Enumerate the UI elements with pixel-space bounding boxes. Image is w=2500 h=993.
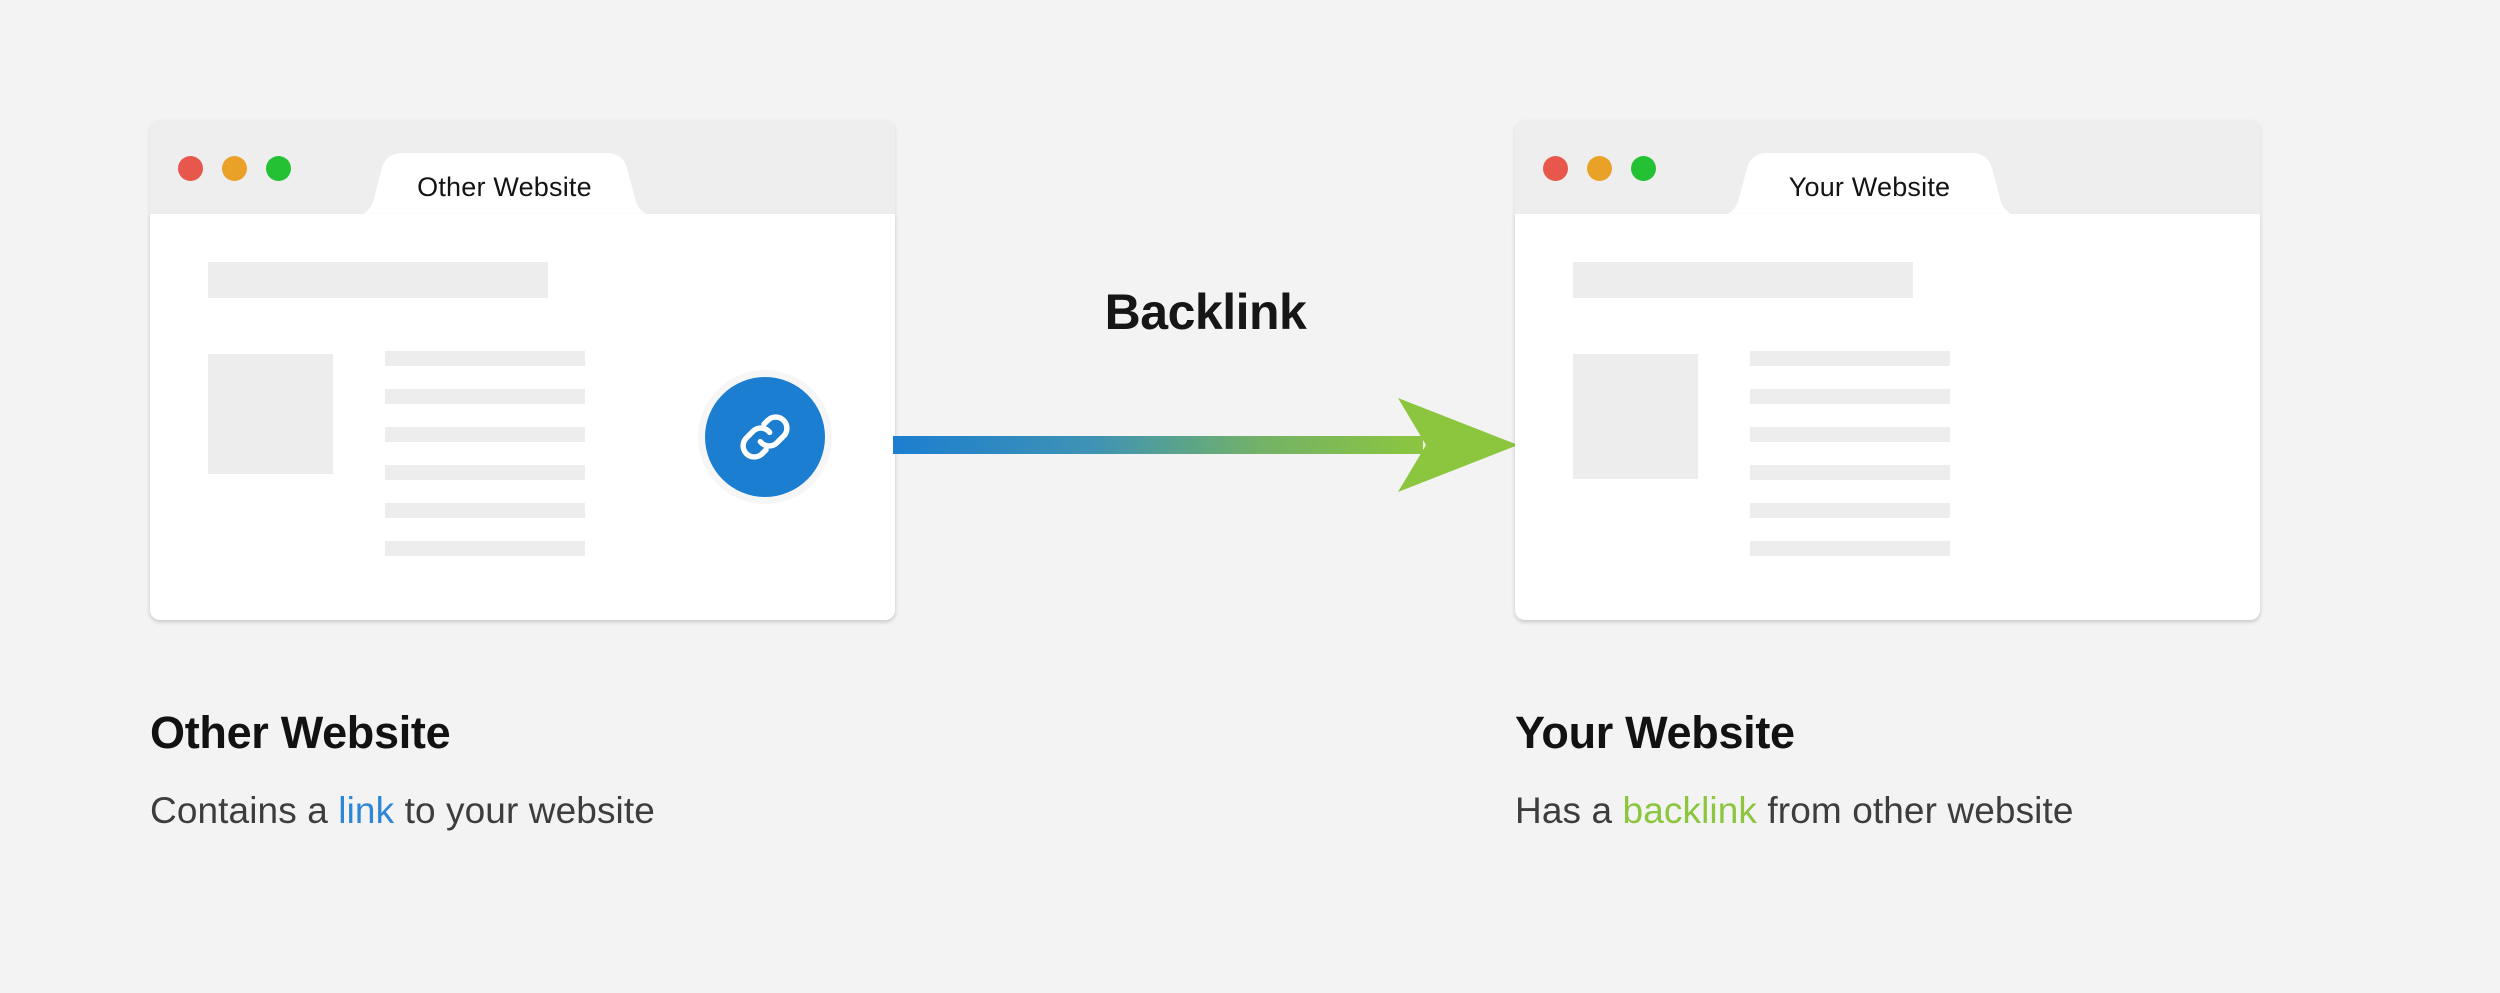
skeleton-line — [1750, 389, 1950, 404]
skeleton-line — [385, 503, 585, 518]
close-button-dot[interactable] — [1543, 156, 1568, 181]
caption-description: Contains a link to your website — [150, 758, 655, 833]
traffic-light-group — [1543, 156, 1656, 181]
skeleton-hero-bar — [208, 262, 548, 298]
caption-heading: Your Website — [1515, 707, 1795, 758]
caption-text-after: from other website — [1757, 789, 2074, 831]
skeleton-line — [1750, 351, 1950, 366]
skeleton-line — [385, 465, 585, 480]
traffic-light-group — [178, 156, 291, 181]
skeleton-line — [385, 389, 585, 404]
caption-other-website: Other Website Contains a link to your we… — [150, 708, 655, 832]
minimize-button-dot[interactable] — [1587, 156, 1612, 181]
skeleton-line — [385, 541, 585, 556]
caption-description: Has a backlink from other website — [1515, 758, 2074, 833]
page-viewport — [1515, 214, 2260, 620]
maximize-button-dot[interactable] — [266, 156, 291, 181]
skeleton-hero-bar — [1573, 262, 1913, 298]
tab-title: Your Website — [1788, 172, 1951, 202]
minimize-button-dot[interactable] — [222, 156, 247, 181]
skeleton-text-lines — [385, 351, 585, 556]
caption-your-website: Your Website Has a backlink from other w… — [1515, 708, 2074, 832]
skeleton-text-lines — [1750, 351, 1950, 556]
browser-window-your-website: Your Website — [1515, 120, 2260, 620]
skeleton-line — [1750, 427, 1950, 442]
backlink-arrow — [893, 390, 1518, 500]
page-viewport — [150, 214, 895, 620]
caption-highlight-link: link — [338, 789, 395, 831]
caption-text-after: to your website — [394, 789, 655, 831]
caption-heading: Other Website — [150, 707, 451, 758]
tab-title: Other Website — [417, 172, 592, 202]
backlink-label: Backlink — [1104, 284, 1307, 340]
maximize-button-dot[interactable] — [1631, 156, 1656, 181]
link-icon — [740, 414, 790, 460]
link-badge[interactable] — [705, 377, 825, 497]
caption-text-before: Contains a — [150, 789, 339, 831]
caption-text-before: Has a — [1515, 789, 1623, 831]
browser-tab-other-website[interactable]: Other Website — [332, 152, 677, 216]
skeleton-media-block — [1573, 354, 1698, 479]
skeleton-line — [1750, 503, 1950, 518]
skeleton-media-block — [208, 354, 333, 474]
skeleton-line — [385, 351, 585, 366]
close-button-dot[interactable] — [178, 156, 203, 181]
caption-highlight-backlink: backlink — [1622, 789, 1758, 831]
skeleton-line — [1750, 541, 1950, 556]
skeleton-line — [385, 427, 585, 442]
browser-tab-your-website[interactable]: Your Website — [1697, 152, 2042, 216]
browser-window-other-website: Other Website — [150, 120, 895, 620]
skeleton-line — [1750, 465, 1950, 480]
